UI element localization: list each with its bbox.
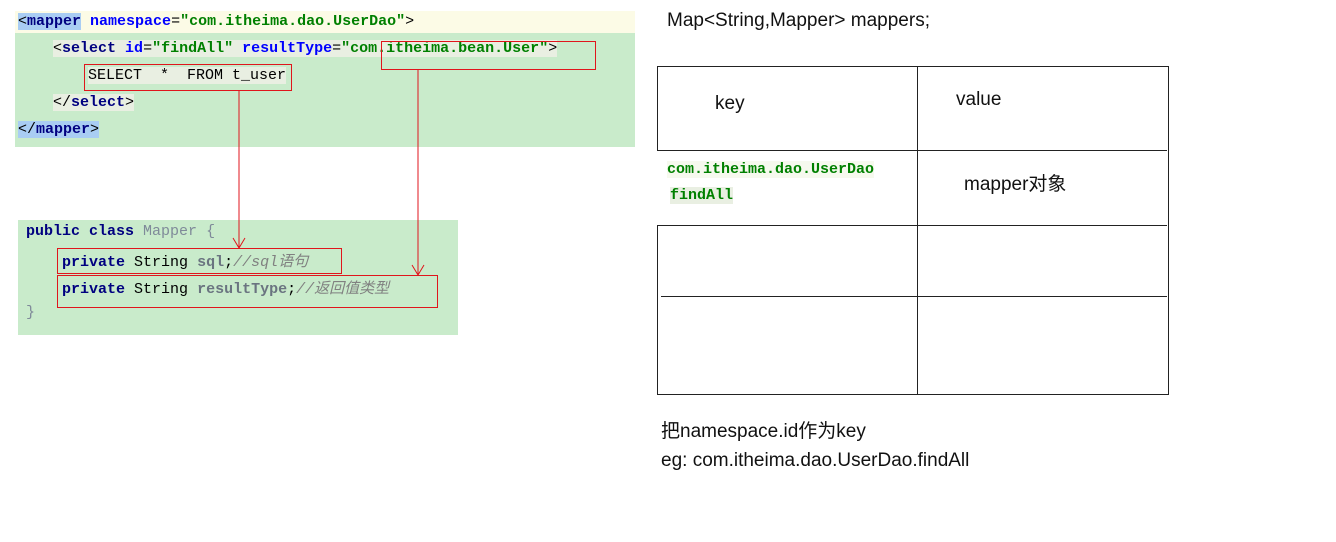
xml-bracket: > (125, 94, 135, 111)
xml-quote: " (539, 40, 549, 57)
xml-sql-statement: SELECT * FROM t_user (88, 67, 287, 84)
xml-tag-mapper-close: mapper (36, 121, 91, 138)
java-type: String (134, 254, 189, 271)
xml-select-open-line: <select id="findAll" resultType="com.ith… (53, 40, 558, 57)
map-declaration: Map<String,Mapper> mappers; (667, 10, 930, 31)
table-row-divider (657, 225, 1167, 226)
table-value-mapper: mapper对象 (964, 174, 1067, 195)
xml-equals: = (332, 40, 342, 57)
table-header-key: key (715, 93, 745, 114)
xml-sql-line: SELECT * FROM t_user (88, 67, 287, 84)
java-brace: { (206, 223, 216, 240)
xml-tag-select-close: select (71, 94, 126, 111)
xml-tag-select: select (62, 40, 117, 57)
xml-attr-namespace: namespace (90, 13, 172, 30)
java-keyword: private (62, 254, 126, 271)
java-class-line: public class Mapper { (26, 223, 215, 240)
table-column-divider (917, 66, 918, 394)
table-border-right (1168, 66, 1169, 395)
java-keyword: public class (26, 223, 135, 240)
xml-attr-resulttype: resultType (242, 40, 333, 57)
table-row-divider (657, 150, 1167, 151)
xml-resulttype-value: com.itheima.bean.User (350, 40, 540, 57)
xml-equals: = (171, 13, 181, 30)
xml-bracket: > (90, 121, 100, 138)
sql-field-highlight-box (57, 248, 342, 274)
table-border-left-top (657, 66, 658, 150)
java-semicolon: ; (224, 254, 234, 271)
table-row-divider (661, 296, 1167, 297)
resulttype-highlight-box (381, 41, 596, 70)
xml-bracket: > (548, 40, 558, 57)
table-key-namespace: com.itheima.dao.UserDao (667, 161, 875, 178)
xml-bracket: < (18, 13, 28, 30)
xml-namespace-value: "com.itheima.dao.UserDao" (180, 13, 406, 30)
xml-bracket: < (53, 40, 63, 57)
xml-id-value: "findAll" (152, 40, 234, 57)
java-field-sql-line: private String sql;//sql语句 (62, 250, 308, 271)
java-semicolon: ; (287, 281, 297, 298)
sql-highlight-box (84, 64, 292, 91)
xml-tag-mapper: mapper (27, 13, 82, 30)
xml-mapper-close-line: </mapper> (18, 121, 100, 138)
java-close-line: } (26, 304, 35, 321)
table-key-id: findAll (670, 187, 734, 204)
xml-bracket: </ (18, 121, 37, 138)
java-field-resulttype-line: private String resultType;//返回值类型 (62, 277, 389, 298)
note-key-rule: 把namespace.id作为key (661, 421, 866, 442)
java-field-sql: sql (197, 254, 225, 271)
xml-select-close-line: </select> (53, 94, 135, 111)
xml-mapper-open-line: <mapper namespace="com.itheima.dao.UserD… (18, 13, 414, 30)
table-border-bottom (657, 394, 1169, 395)
java-field-resulttype: resultType (197, 281, 288, 298)
java-comment: //返回值类型 (296, 281, 390, 298)
resulttype-field-highlight-box (57, 275, 438, 308)
java-class-name: Mapper (143, 223, 198, 240)
xml-attr-id: id (125, 40, 144, 57)
table-border-top (657, 66, 1169, 67)
table-border-left-bottom (657, 225, 658, 395)
xml-quote: " (341, 40, 351, 57)
table-header-value: value (956, 89, 1002, 110)
java-keyword: private (62, 281, 126, 298)
java-brace: } (26, 304, 36, 321)
xml-equals: = (143, 40, 153, 57)
xml-bracket: </ (53, 94, 72, 111)
note-example: eg: com.itheima.dao.UserDao.findAll (661, 450, 970, 471)
java-mapper-class-snippet: public class Mapper { private String sql… (18, 220, 458, 335)
resulttype-arrowhead-icon (411, 264, 425, 276)
xml-bracket: > (405, 13, 415, 30)
sql-arrowhead-icon (232, 237, 246, 249)
java-comment: //sql语句 (233, 254, 309, 271)
xml-line-highlight (15, 11, 635, 33)
java-type: String (134, 281, 189, 298)
